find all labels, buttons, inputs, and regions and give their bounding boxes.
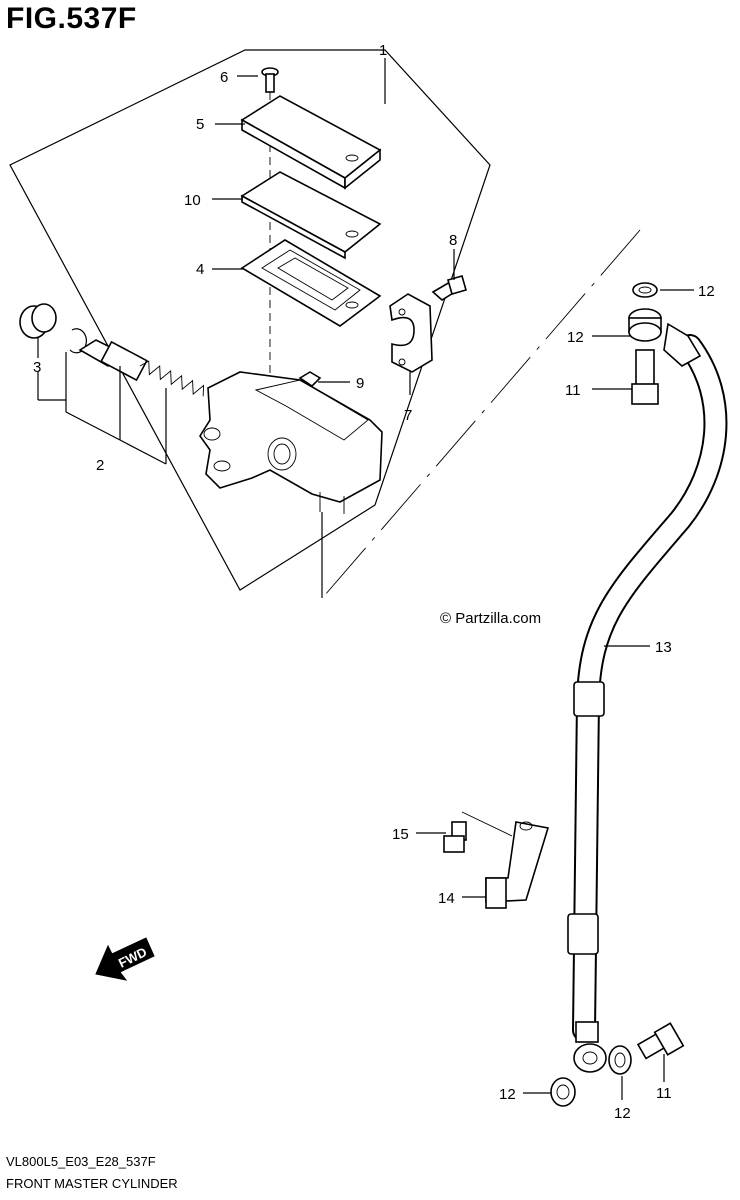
callout-2: 2 [96,457,104,474]
callout-14: 14 [438,890,455,907]
reservoir-cap[interactable] [240,95,382,190]
dust-boot[interactable] [19,303,57,339]
callout-10: 10 [184,192,201,209]
piston-set[interactable] [78,339,207,398]
callout-bracket [37,352,167,465]
reservoir-screw[interactable] [261,67,279,93]
small-screw[interactable] [298,371,322,388]
clamp-bolt[interactable] [431,275,467,301]
bracket-bolt-line [461,811,513,837]
fwd-label: FWD [116,944,149,970]
washer-lower-left[interactable] [550,1077,576,1107]
section-name: FRONT MASTER CYLINDER [6,1176,178,1191]
callout-12-lower-right: 12 [614,1105,631,1122]
master-cylinder-body[interactable] [199,371,383,598]
washer-lower-right[interactable] [608,1045,632,1075]
callout-11-lower: 11 [656,1085,672,1102]
callout-1: 1 [379,42,387,59]
banjo-bolt-upper[interactable] [631,349,659,405]
figure-title: FIG.537F [6,2,137,35]
callout-5: 5 [196,116,204,133]
callout-15: 15 [392,826,409,843]
assembly-outline [9,49,491,591]
callout-13: 13 [655,639,672,656]
bracket-bolt[interactable] [443,821,467,853]
callout-6: 6 [220,69,228,86]
callout-12-lower-left: 12 [499,1086,516,1103]
routing-axis [324,229,641,596]
banjo-bolt-lower[interactable] [636,1022,685,1060]
washer-upper[interactable] [632,282,658,298]
brake-hose[interactable] [567,322,728,1073]
callout-labels: 1 2 3 4 5 6 7 8 9 10 11 11 12 12 12 12 1… [33,42,715,1122]
hose-bracket[interactable] [485,821,550,909]
callout-7: 7 [404,407,412,424]
reservoir-plate[interactable] [240,171,382,260]
diaphragm[interactable] [240,239,382,327]
callout-9: 9 [356,375,364,392]
banjo-fitting-upper[interactable] [628,308,662,342]
callout-3: 3 [33,359,41,376]
callout-8: 8 [449,232,457,249]
model-code: VL800L5_E03_E28_537F [6,1154,156,1169]
callout-11-upper: 11 [565,382,581,399]
callout-4: 4 [196,261,204,278]
handlebar-clamp[interactable] [389,293,433,373]
fwd-arrow: FWD [95,937,155,981]
circlip[interactable] [69,328,87,354]
callout-12-upper-left: 12 [567,329,584,346]
copyright-watermark: © Partzilla.com [440,610,542,627]
callout-12-upper-right: 12 [698,283,715,300]
leader-lines [37,58,694,1100]
